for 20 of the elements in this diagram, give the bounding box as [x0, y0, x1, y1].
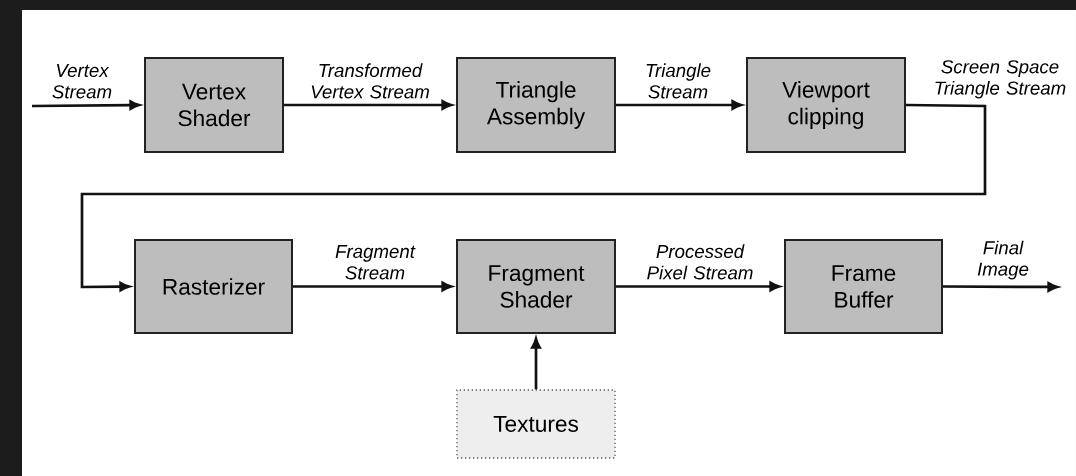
edge-label: Processed Pixel Stream	[647, 244, 753, 280]
edge-label: Transformed Vertex Stream	[311, 63, 429, 99]
process-box: Triangle Assembly	[456, 57, 616, 153]
arrow	[616, 100, 743, 110]
arrow	[531, 337, 541, 390]
process-box: Vertex Shader	[144, 57, 284, 153]
edge-label: Fragment Stream	[335, 245, 416, 280]
arrow	[80, 103, 987, 292]
arrow	[284, 100, 453, 110]
edge-label: Final Image	[977, 240, 1029, 280]
arrow	[943, 282, 1059, 292]
arrow	[32, 100, 141, 111]
process-box: Frame Buffer	[784, 239, 943, 334]
edge-label: Triangle Stream	[646, 63, 711, 99]
process-box: Viewport clipping	[746, 57, 906, 153]
edge-label: Screen Space Triangle Stream	[935, 60, 1066, 99]
edge-label: Vertex Stream	[52, 64, 112, 99]
process-box: Fragment Shader	[456, 239, 616, 334]
process-box: Rasterizer	[134, 239, 293, 334]
input-box: Textures	[456, 389, 616, 459]
